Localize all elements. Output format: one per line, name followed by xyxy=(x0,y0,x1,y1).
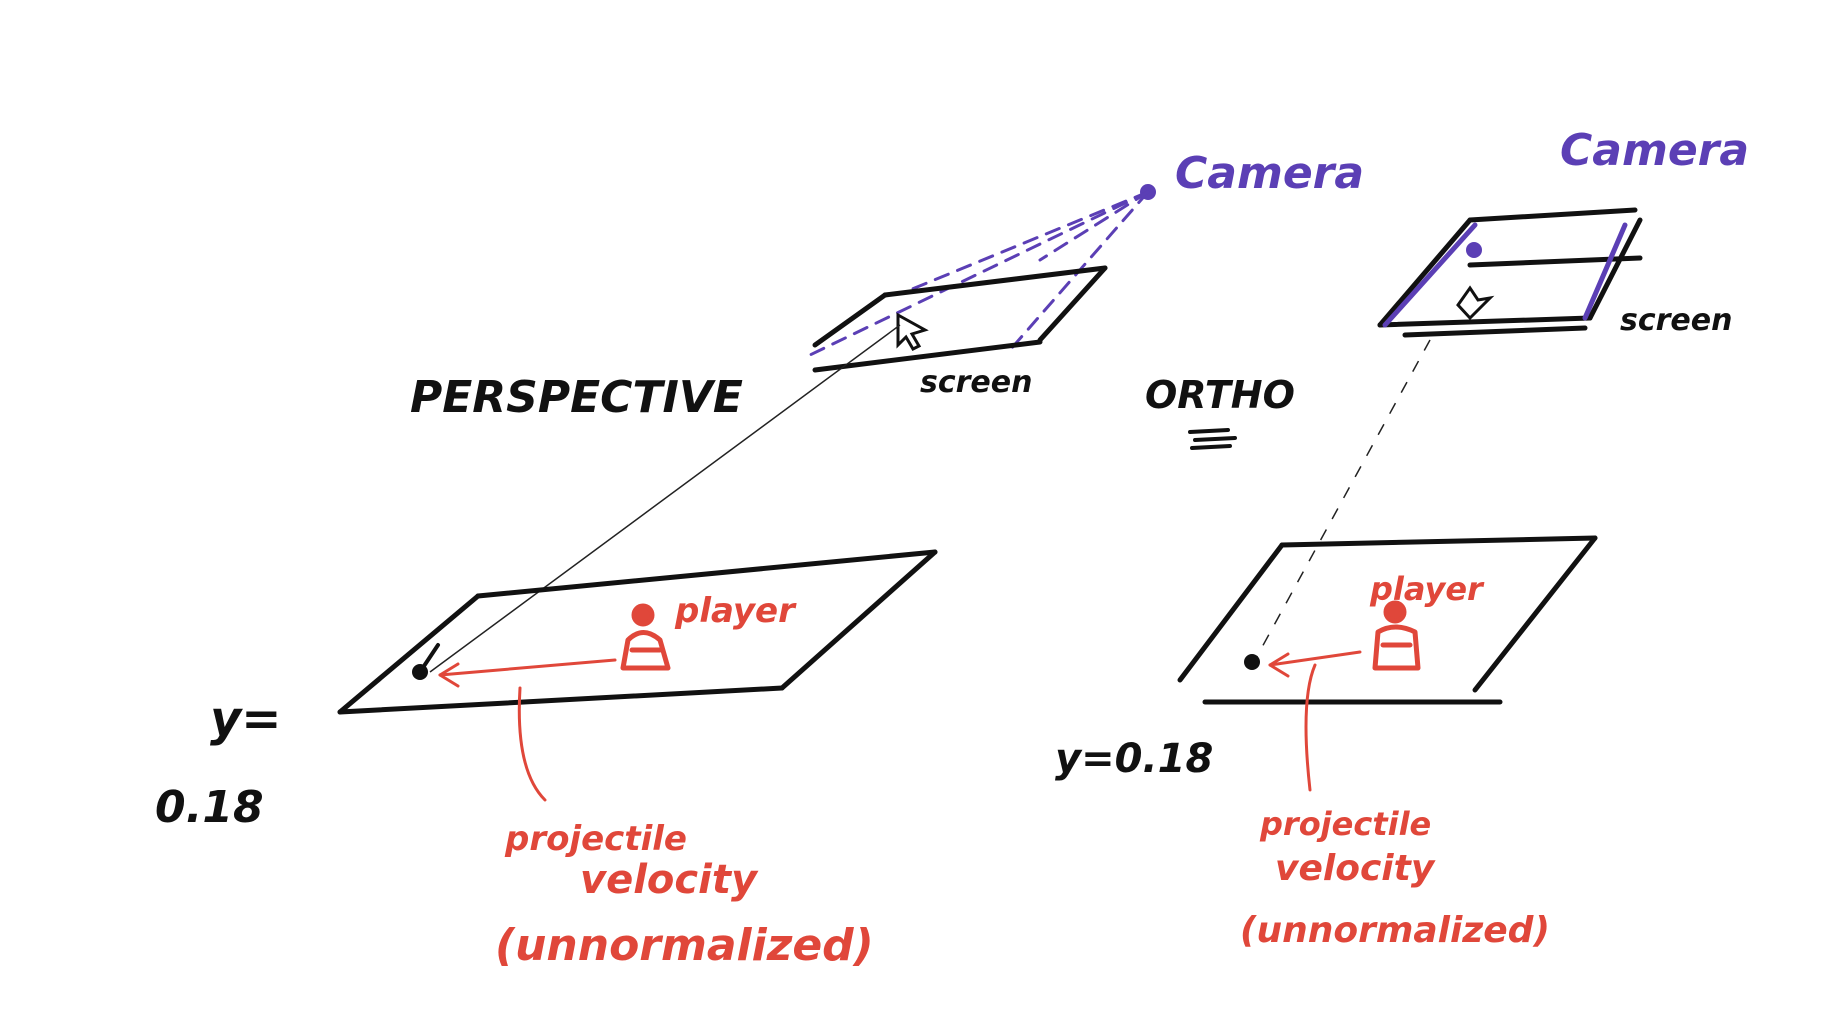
ortho-camera-box xyxy=(1377,207,1643,338)
ortho-y-label: y=0.18 xyxy=(1055,736,1213,782)
perspective-velocity-text-3: (unnormalized) xyxy=(495,920,874,971)
ortho-camera-icon xyxy=(1466,242,1482,258)
perspective-title: PERSPECTIVE xyxy=(410,372,743,423)
ortho-ground-plane xyxy=(1177,535,1598,705)
ortho-title-underline xyxy=(1188,428,1237,450)
perspective-ground-plane xyxy=(337,549,938,715)
ortho-velocity-text-1: projectile xyxy=(1259,805,1431,843)
perspective-panel: Camera screen PERSPECTIVE xyxy=(155,148,1364,971)
perspective-velocity-arrow xyxy=(438,658,617,688)
perspective-camera-label: Camera xyxy=(1175,148,1364,199)
perspective-velocity-text-2: velocity xyxy=(580,857,759,903)
ortho-velocity-leader xyxy=(1304,663,1317,792)
ortho-frustum-lines xyxy=(1382,222,1628,328)
perspective-screen-plane xyxy=(812,265,1108,373)
perspective-screen-label: screen xyxy=(920,365,1033,400)
perspective-cursor-icon xyxy=(896,312,929,351)
ortho-screen-label: screen xyxy=(1620,303,1733,338)
ortho-camera-label: Camera xyxy=(1560,125,1749,176)
perspective-y-label: y= xyxy=(210,691,282,747)
perspective-y-value: 0.18 xyxy=(155,782,264,833)
ortho-player-icon xyxy=(1372,600,1421,671)
ortho-hit-point xyxy=(1244,654,1260,670)
perspective-velocity-leader xyxy=(517,686,547,802)
ortho-title: ORTHO xyxy=(1145,373,1295,417)
ortho-velocity-arrow xyxy=(1268,650,1362,678)
ortho-cursor-icon xyxy=(1456,285,1495,321)
ortho-velocity-text-3: (unnormalized) xyxy=(1240,910,1550,951)
perspective-player-icon xyxy=(620,603,671,671)
perspective-player-label: player xyxy=(674,591,797,631)
perspective-hit-arrow xyxy=(418,643,440,674)
perspective-velocity-text-1: projectile xyxy=(504,819,687,859)
ortho-panel: Camera screen ORTHO xyxy=(1055,125,1749,951)
perspective-projection-ray xyxy=(429,324,901,673)
ortho-player-label: player xyxy=(1369,570,1485,608)
ortho-velocity-text-2: velocity xyxy=(1275,848,1436,889)
